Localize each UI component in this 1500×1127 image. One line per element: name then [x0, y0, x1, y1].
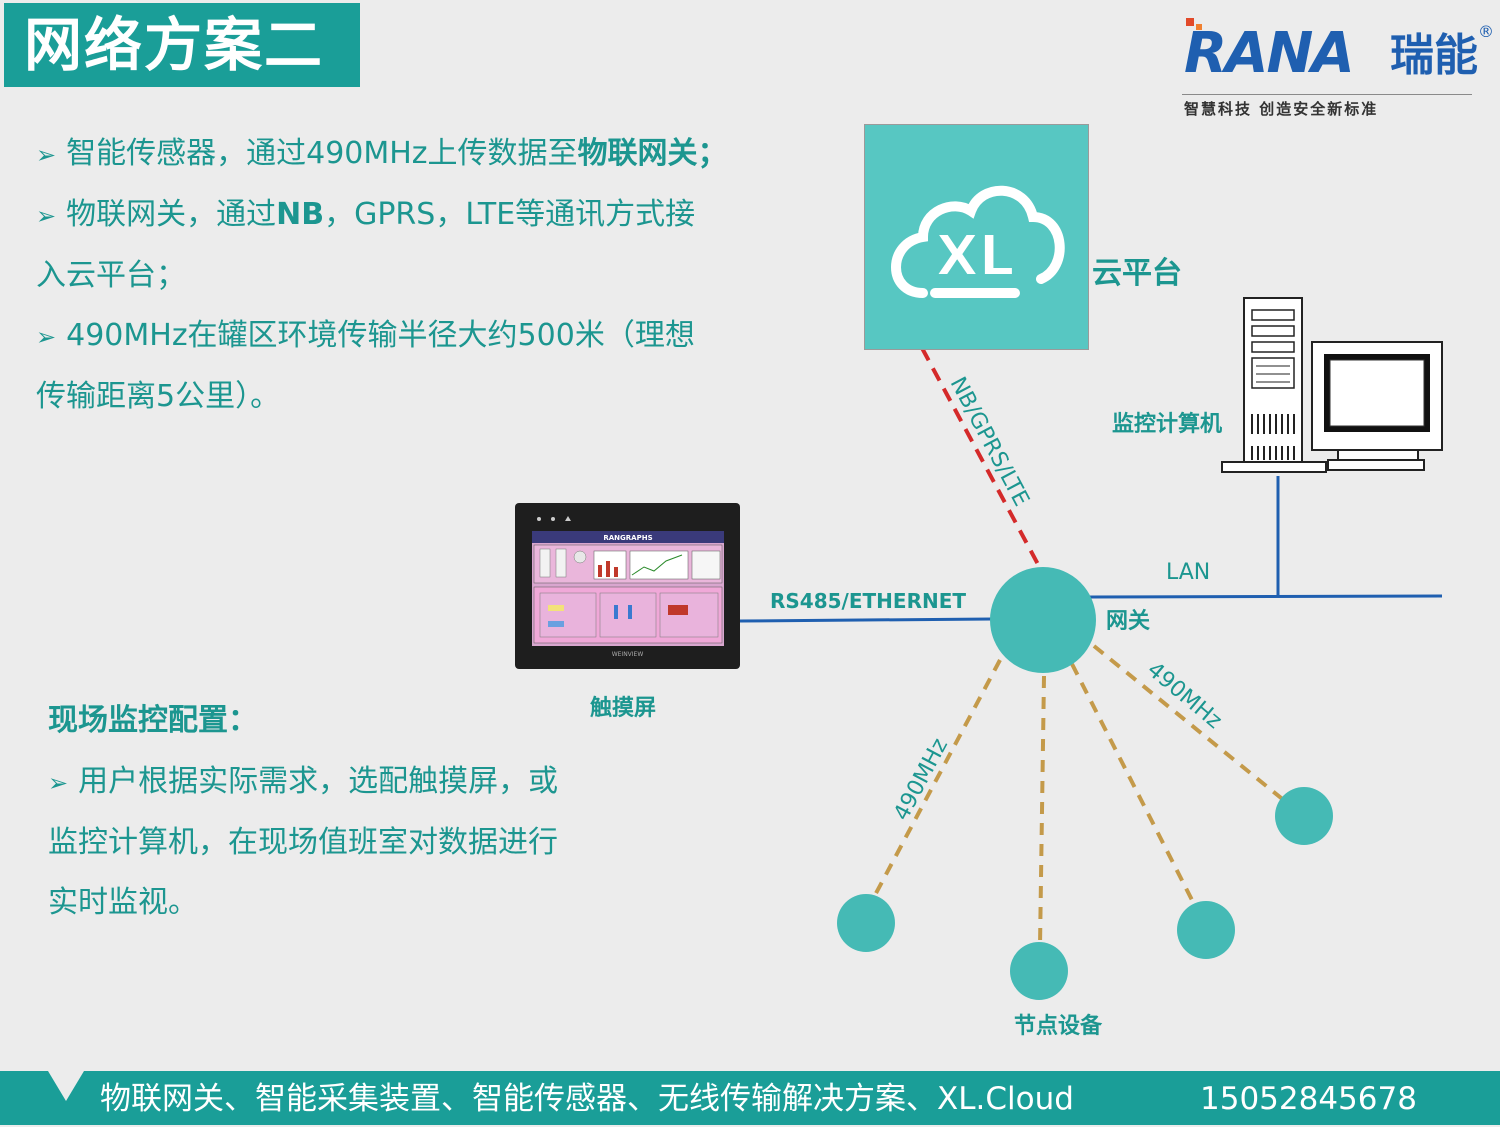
link-nb-gprs-lte: [920, 347, 1042, 569]
touch-screen-device: RANGRAPHS WEINVIEW: [515, 503, 740, 669]
logo-divider: [1182, 94, 1472, 95]
link-label-rs485: RS485/ETHERNET: [770, 589, 967, 613]
link-label-nb: NB/GPRS/LTE: [945, 373, 1034, 511]
logo-brand: RANA: [1184, 21, 1355, 86]
logo-mark-square: [1186, 18, 1194, 26]
arrow-bullet-icon: ➢: [48, 769, 69, 797]
touch-screen-label: 触摸屏: [590, 696, 657, 721]
footer-phone: 15052845678: [1200, 1081, 1417, 1117]
site-config-line: 监控计算机，在现场值班室对数据进行: [48, 825, 558, 860]
arrow-bullet-icon: ➢: [36, 202, 57, 230]
link-label-lan: LAN: [1166, 560, 1211, 585]
hmi-screen-graphic: RANGRAPHS: [532, 531, 724, 644]
page-title: 网络方案二: [4, 3, 360, 87]
bullet-item: ➢智能传感器，通过490MHz上传数据至物联网关；: [36, 136, 728, 171]
logo-mark-square-small: [1196, 24, 1202, 30]
logo-slogan: 智慧科技 创造安全新标准: [1184, 100, 1379, 118]
site-config: 现场监控配置： ➢用户根据实际需求，选配触摸屏，或 监控计算机，在现场值班室对数…: [48, 690, 668, 933]
bullet-continuation: 入云平台；: [36, 258, 186, 293]
link-490-node-2: [1038, 675, 1046, 947]
link-490-node-3: [1070, 663, 1196, 905]
monitoring-computer: [1218, 296, 1446, 478]
cloud-logo-text: XL: [936, 224, 1015, 289]
rana-logo: RANA 瑞能 ® 智慧科技 创造安全新标准: [1180, 14, 1494, 124]
computer-icon: [1221, 297, 1443, 473]
touch-brand: WEINVIEW: [611, 651, 644, 658]
sensor-node: [1010, 942, 1068, 1000]
site-config-line: 实时监视。: [48, 885, 198, 920]
link-490-node-4: [1092, 644, 1288, 804]
node-device-label: 节点设备: [1014, 1014, 1103, 1039]
sensor-node: [1275, 787, 1333, 845]
logo-registered-mark: ®: [1478, 22, 1494, 41]
cloud-icon: XL: [891, 185, 1065, 298]
footer-notch: [48, 1071, 84, 1101]
sensor-node: [837, 894, 895, 952]
site-config-line: ➢用户根据实际需求，选配触摸屏，或: [48, 764, 559, 799]
bullet-continuation: 传输距离5公里）。: [36, 379, 281, 414]
hmi-title: RANGRAPHS: [603, 534, 652, 542]
gateway-node: [990, 567, 1096, 673]
logo-brand-cn: 瑞能: [1390, 30, 1478, 81]
link-rs485: [739, 617, 993, 623]
link-label-490-right: 490MHz: [1142, 657, 1226, 733]
bullet-item: ➢490MHz在罐区环境传输半径大约500米（理想: [36, 318, 695, 353]
sensor-node: [1177, 901, 1235, 959]
arrow-bullet-icon: ➢: [36, 141, 57, 169]
cloud-platform-label: 云平台: [1092, 256, 1182, 291]
touch-status-icons: [537, 516, 571, 521]
footer-text: 物联网关、智能采集装置、智能传感器、无线传输解决方案、XL.Cloud: [100, 1081, 1074, 1117]
link-lan: [1089, 594, 1443, 599]
cloud-platform-box: XL: [864, 124, 1089, 350]
gateway-label: 网关: [1106, 609, 1151, 634]
link-490-node-1: [872, 659, 1002, 898]
feature-bullets: ➢智能传感器，通过490MHz上传数据至物联网关； ➢物联网关，通过NB，GPR…: [36, 124, 816, 427]
footer-bar: 物联网关、智能采集装置、智能传感器、无线传输解决方案、XL.Cloud 1505…: [0, 1071, 1500, 1125]
touch-screen-display: RANGRAPHS: [532, 531, 724, 646]
bullet-item: ➢物联网关，通过NB，GPRS，LTE等通讯方式接: [36, 197, 696, 232]
monitor-pc-label: 监控计算机: [1112, 412, 1223, 437]
site-config-heading: 现场监控配置：: [48, 703, 258, 738]
arrow-bullet-icon: ➢: [36, 323, 57, 351]
